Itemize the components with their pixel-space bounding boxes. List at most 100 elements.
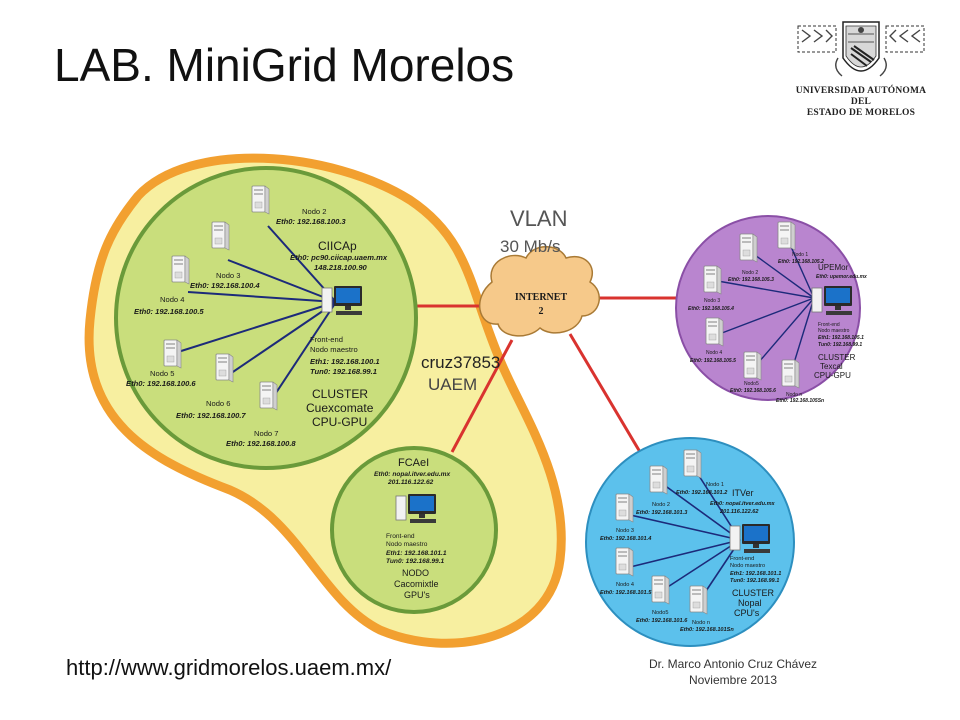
cacomixtle-eth0: Eth0: nopal.itver.edu.mx [374, 471, 451, 478]
watermark-text: cruz37853 [421, 353, 500, 372]
texcal-type: CPU-GPU [814, 371, 851, 380]
nopal-node-4-name: Nodo 4 [616, 582, 634, 588]
node-7-ip: Eth0: 192.168.100.8 [226, 439, 296, 448]
cuexcomate-tun0: Tun0: 192.168.99.1 [310, 367, 377, 376]
texcal-name: Texcal [820, 362, 843, 371]
nopal-node-3-icon [615, 493, 634, 523]
texcal-node-2-ip: Eth0: 192.168.105.3 [728, 277, 774, 283]
nopal-node-2-name: Nodo 2 [652, 502, 670, 508]
nopal-node-1-ip: Eth0: 192.168.101.2 [676, 490, 728, 496]
texcal-node-5-name: Nodo5 [744, 381, 759, 387]
university-name-line2: Estado de Morelos [806, 108, 916, 118]
nopal-node-n-ip: Eth0: 192.168.101Sn [680, 627, 734, 633]
project-url: http://www.gridmorelos.uaem.mx/ [66, 655, 392, 680]
texcal-node-2-icon [739, 233, 758, 263]
cuexcomate-name: Cuexcomate [306, 401, 374, 415]
node-6-ip: Eth0: 192.168.100.7 [176, 411, 246, 420]
server-node-5-icon [163, 339, 182, 369]
texcal-node-n-name: Nodo n [786, 392, 802, 398]
cacomixtle-cluster: NODO [402, 568, 429, 578]
nopal-public-ip: 201.116.122.62 [719, 509, 759, 515]
slide-title: LAB. MiniGrid Morelos [54, 39, 515, 91]
nopal-node-3-ip: Eth0: 192.168.101.4 [600, 536, 652, 542]
cacomixtle-master: Nodo maestro [386, 541, 428, 548]
university-name: Universidad Autónoma del Estado de Morel… [790, 86, 932, 119]
cuexcomate-master: Nodo maestro [310, 345, 358, 354]
nopal-name: Nopal [738, 598, 762, 608]
cacomixtle-tun0: Tun0: 192.168.99.1 [386, 558, 444, 565]
network-links [415, 296, 678, 453]
texcal-master: Nodo maestro [818, 328, 850, 334]
nopal-node-4-icon [615, 547, 634, 577]
cluster-cuexcomate: Nodo 2 Eth0: 192.168.100.3 Nodo 3 Eth0: … [114, 166, 418, 470]
link-internet-fcaei [450, 339, 514, 453]
cuexcomate-circle [114, 166, 418, 470]
texcal-node-4-icon [705, 317, 724, 347]
university-name-line1: Universidad Autónoma del [795, 86, 927, 107]
cacomixtle-frontend: Front-end [386, 533, 415, 540]
cacomixtle-public-ip: 201.116.122.62 [387, 479, 434, 486]
nopal-node-n-icon [689, 585, 708, 615]
texcal-node-n-icon [781, 359, 800, 389]
server-node-3-icon [211, 221, 230, 251]
cuexcomate-frontend: Front-end [310, 335, 343, 344]
nopal-node-4-ip: Eth0: 192.168.101.5 [600, 590, 652, 596]
texcal-node-2-name: Nodo 2 [742, 270, 758, 276]
node-3-name: Nodo 3 [216, 271, 241, 280]
nopal-node-n-name: Nodo n [692, 620, 710, 626]
nopal-node-2-ip: Eth0: 192.168.101.3 [636, 510, 688, 516]
author-name: Dr. Marco Antonio Cruz Chávez [648, 657, 818, 671]
node-2-name: Nodo 2 [302, 207, 327, 216]
server-node-6-icon [215, 353, 234, 383]
nopal-node-5-icon [651, 575, 670, 605]
texcal-node-1-ip: Eth0: 192.168.105.2 [778, 259, 824, 265]
texcal-site: UPEMor [818, 263, 849, 272]
server-node-2-icon [251, 185, 270, 215]
node-4-name: Nodo 4 [160, 295, 185, 304]
nopal-type: CPU's [734, 608, 760, 618]
node-4-ip: Eth0: 192.168.100.5 [134, 307, 204, 316]
server-node-7-icon [259, 381, 278, 411]
nopal-cluster: CLUSTER [732, 588, 775, 598]
internet-label: INTERNET [515, 292, 568, 303]
cluster-texcal: Nodo 1 Eth0: 192.168.105.2 Nodo 2 Eth0: … [675, 215, 867, 404]
texcal-node-3-name: Nodo 3 [704, 298, 720, 304]
node-3-ip: Eth0: 192.168.100.4 [190, 281, 260, 290]
cacomixtle-site: FCAeI [398, 457, 429, 469]
cluster-cacomixtle: FCAeI Eth0: nopal.itver.edu.mx 201.116.1… [330, 446, 498, 614]
texcal-node-3-icon [703, 265, 722, 295]
uaem-region-label: UAEM [428, 375, 477, 394]
texcal-node-1-name: Nodo 1 [792, 252, 808, 258]
cuexcomate-cluster: CLUSTER [312, 387, 368, 401]
nopal-eth1: Eth1: 192.168.101.1 [730, 571, 781, 577]
internet-cloud: INTERNET 2 [478, 246, 600, 337]
nopal-frontend: Front-end [730, 556, 754, 562]
author-credit: Dr. Marco Antonio Cruz Chávez Noviembre … [618, 656, 848, 688]
cuexcomate-eth0: Eth0: pc90.ciicap.uaem.mx [290, 253, 388, 262]
nopal-node-3-name: Nodo 3 [616, 528, 634, 534]
university-crest-icon [797, 21, 925, 77]
nopal-tun0: Tun0: 192.168.99.1 [730, 578, 779, 584]
link-internet-itver [568, 333, 642, 453]
internet-2-label: 2 [539, 306, 544, 317]
node-6-name: Nodo 6 [206, 399, 231, 408]
vlan-label: VLAN [510, 206, 567, 231]
texcal-eth1: Eth1: 192.168.105.1 [818, 335, 864, 341]
nopal-node-5-name: Nodo5 [652, 610, 668, 616]
texcal-node-5-icon [743, 351, 762, 381]
texcal-node-4-name: Nodo 4 [706, 350, 722, 356]
nopal-node-5-ip: Eth0: 192.168.101.6 [636, 618, 688, 624]
cacomixtle-name: Cacomixtle [394, 579, 439, 589]
texcal-cluster: CLUSTER [818, 353, 856, 362]
texcal-node-5-ip: Eth0: 192.168.105.6 [730, 388, 776, 394]
nopal-site: ITVer [732, 488, 754, 498]
nopal-eth0: Eth0: nopal.itver.edu.mx [710, 501, 776, 507]
node-5-ip: Eth0: 192.168.100.6 [126, 379, 196, 388]
nopal-node-1-name: Nodo 1 [706, 482, 724, 488]
node-5-name: Nodo 5 [150, 369, 175, 378]
nopal-node-2-icon [649, 465, 668, 495]
node-7-name: Nodo 7 [254, 429, 279, 438]
texcal-node-4-ip: Eth0: 192.168.105.5 [690, 358, 736, 364]
cacomixtle-circle [330, 446, 498, 614]
texcal-eth0: Eth0: upemor.edu.mx [816, 274, 867, 280]
